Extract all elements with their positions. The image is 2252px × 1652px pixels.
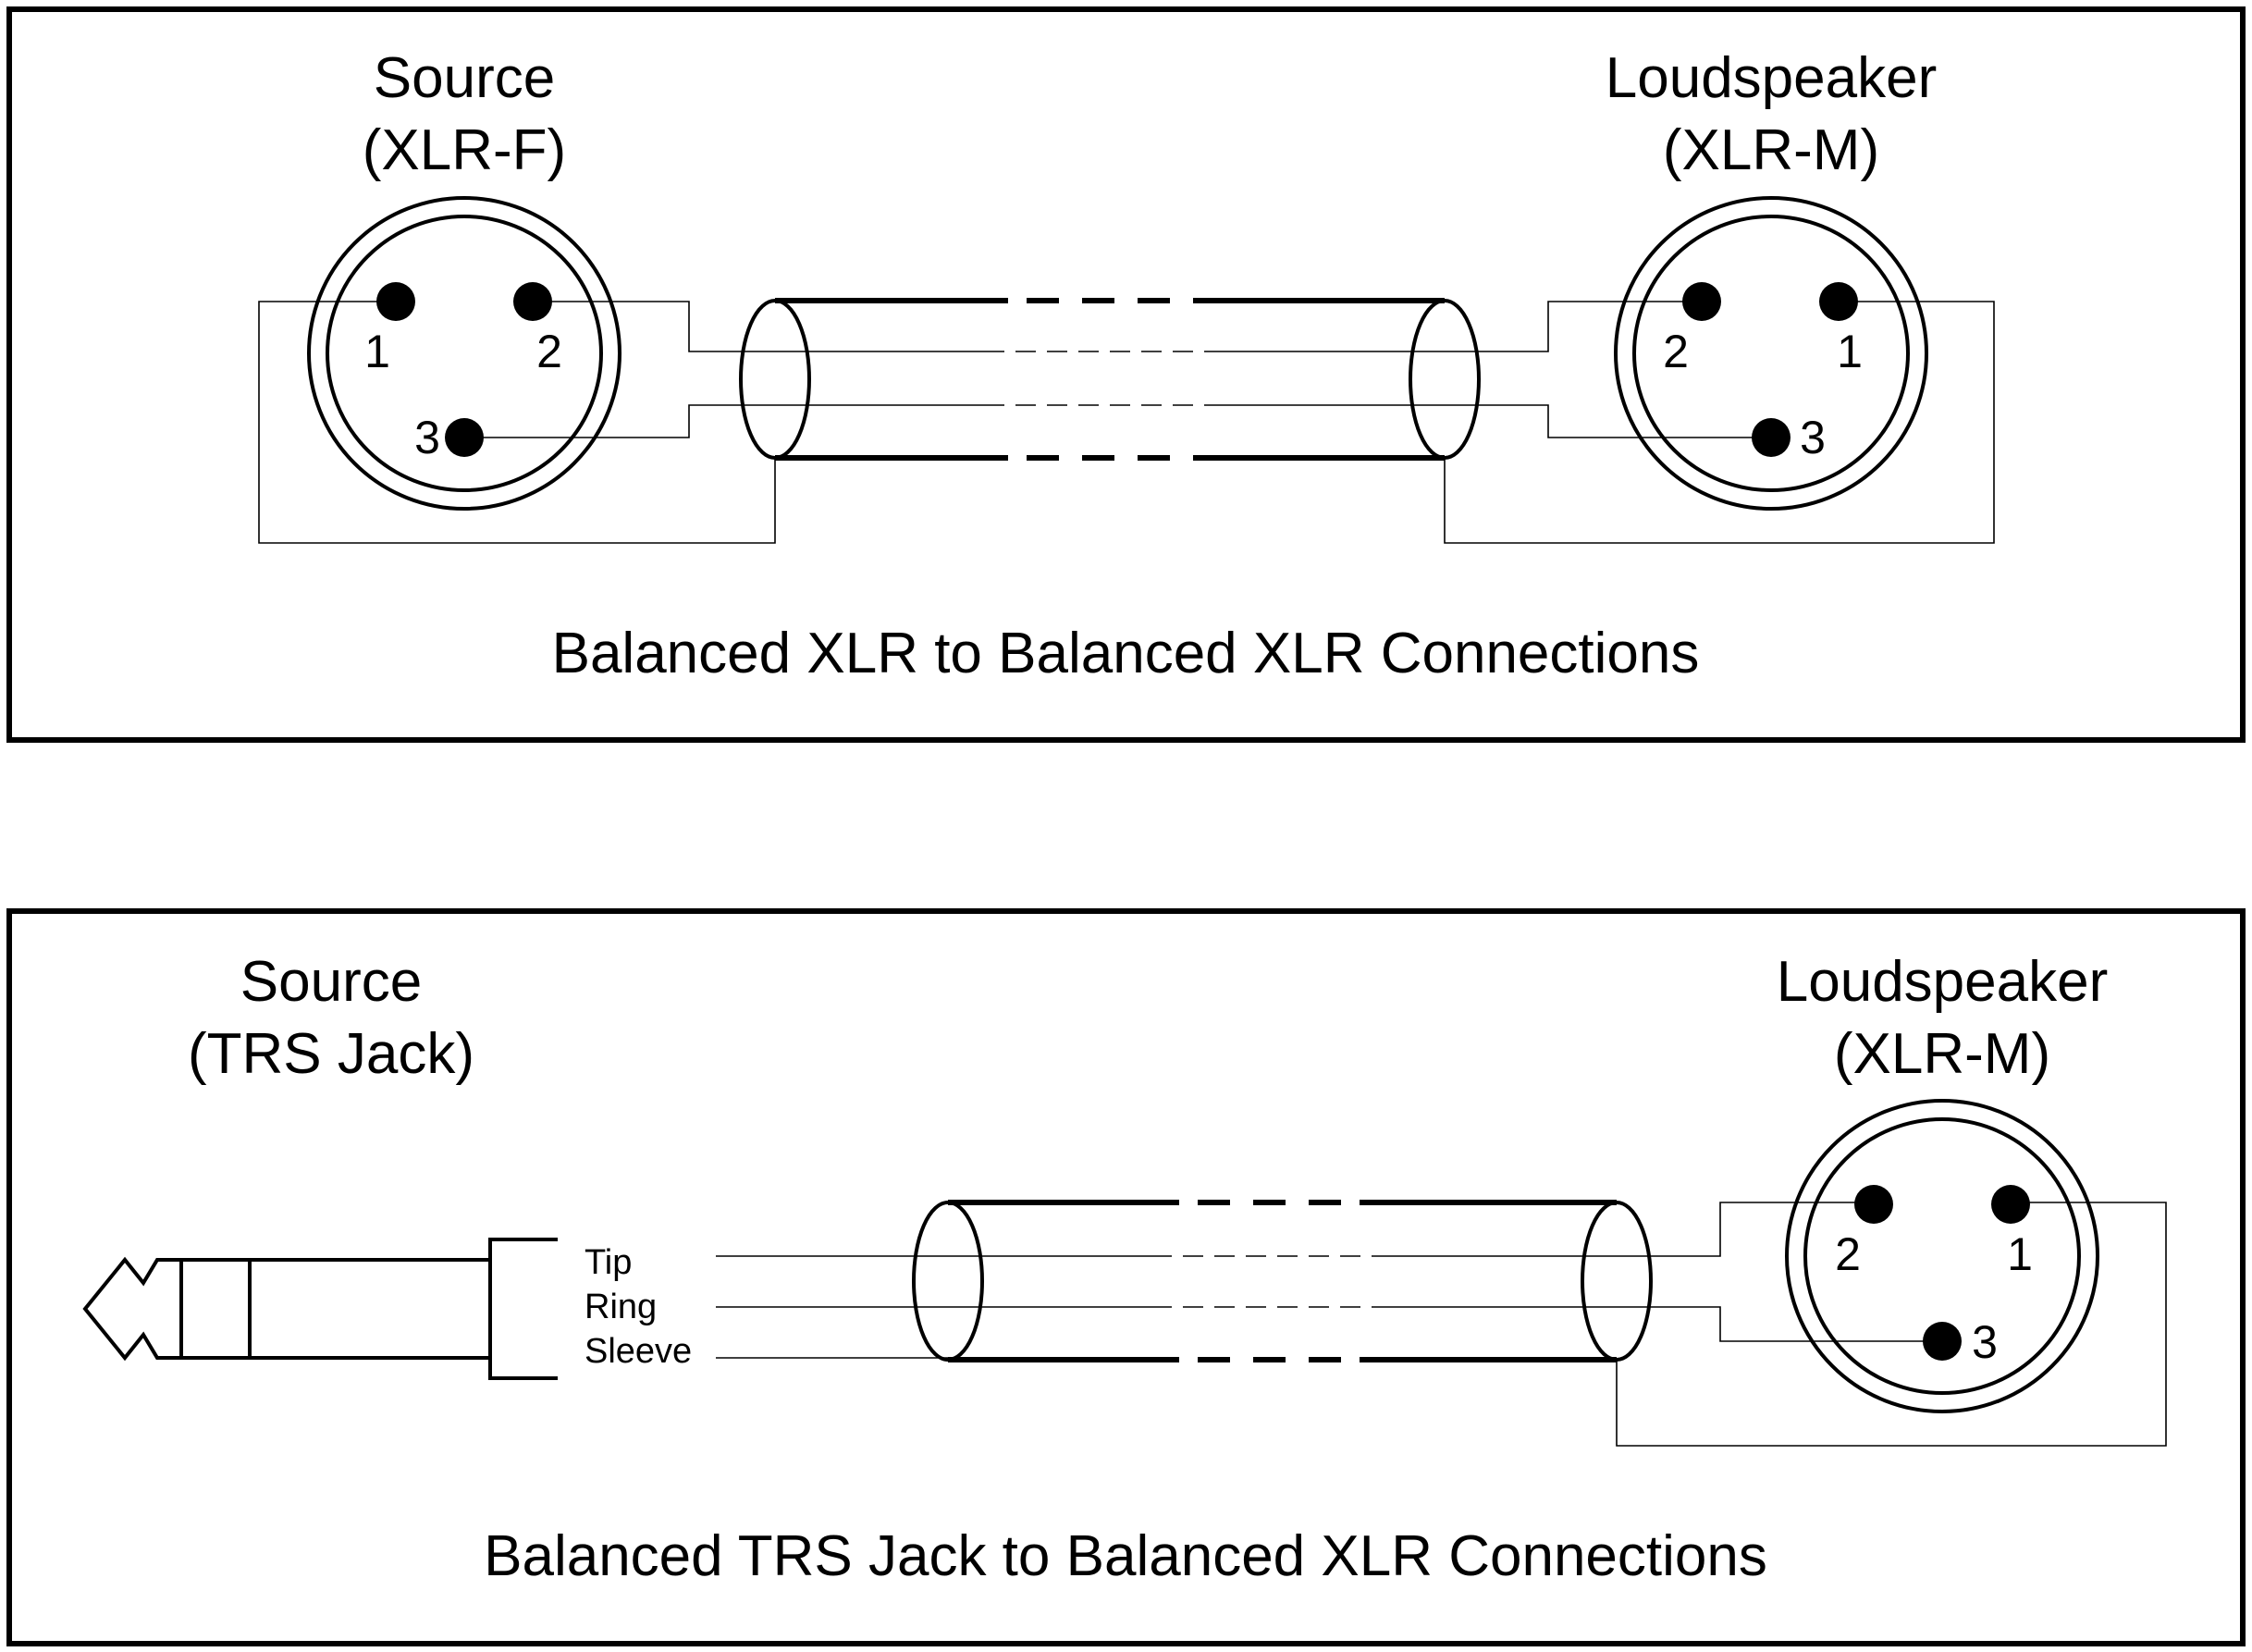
- xlr-f-pin-2-label: 2: [536, 326, 562, 377]
- panel-2-xlr-m-pin-3: [1923, 1322, 1962, 1361]
- panel-2-cable: [912, 1200, 1653, 1362]
- panel-1-loudspeaker-subtitle: (XLR-M): [1663, 118, 1879, 182]
- xlr-m-pin-2: [1682, 282, 1721, 321]
- xlr-m-pin-1-label: 1: [1837, 326, 1863, 377]
- panel-1-loudspeaker-title: Loudspeaker: [1606, 46, 1938, 110]
- panel-1-caption: Balanced XLR to Balanced XLR Connections: [552, 622, 1700, 685]
- panel-trs-to-xlr: Source (TRS Jack) Loudspeaker (XLR-M) Ti…: [6, 908, 2246, 1646]
- panel-2-xlr-m-pin-1-label: 1: [2007, 1228, 2033, 1280]
- panel-2-xlr-m-pin-1: [1991, 1185, 2030, 1224]
- trs-sleeve-label: Sleeve: [585, 1332, 692, 1371]
- panel-2-xlr-m-pin-2: [1854, 1185, 1893, 1224]
- panel-1-xlr-male-connector: 2 1 3: [1614, 196, 1928, 511]
- xlr-f-pin-1-label: 1: [364, 326, 390, 377]
- panel-2-xlr-male-connector: 2 1 3: [1785, 1099, 2099, 1413]
- xlr-m-pin-1: [1819, 282, 1858, 321]
- panel-2-loudspeaker-title: Loudspeaker: [1777, 950, 2109, 1014]
- panel-2-frame: [6, 908, 2246, 1646]
- panel-1-left-wiring: [258, 301, 984, 544]
- panel-2-caption: Balanced TRS Jack to Balanced XLR Connec…: [484, 1524, 1767, 1588]
- panel-2-left-wiring: [716, 1255, 1151, 1359]
- panel-1-cable: [739, 298, 1481, 461]
- panel-2-loudspeaker-subtitle: (XLR-M): [1834, 1022, 2050, 1086]
- trs-tip-label: Tip: [585, 1243, 632, 1282]
- panel-1-source-title: Source: [374, 46, 555, 110]
- panel-1-source-subtitle: (XLR-F): [363, 118, 566, 182]
- trs-ring-label: Ring: [585, 1288, 657, 1326]
- xlr-m-pin-2-label: 2: [1663, 326, 1689, 377]
- panel-xlr-to-xlr: Source (XLR-F) Loudspeaker (XLR-M) 1 2 3: [6, 6, 2246, 743]
- xlr-m-pin-3: [1752, 418, 1791, 457]
- xlr-f-pin-3-label: 3: [414, 412, 440, 463]
- panel-2-xlr-m-pin-2-label: 2: [1835, 1228, 1861, 1280]
- panel-2-source-title: Source: [240, 950, 422, 1014]
- panel-2-trs-jack-plug: [82, 1238, 558, 1380]
- panel-1-xlr-female-connector: 1 2 3: [307, 196, 621, 511]
- panel-1-frame: [6, 6, 2246, 743]
- xlr-m-pin-3-label: 3: [1800, 412, 1826, 463]
- panel-2-xlr-m-pin-3-label: 3: [1972, 1316, 1998, 1368]
- panel-2-source-subtitle: (TRS Jack): [188, 1022, 474, 1086]
